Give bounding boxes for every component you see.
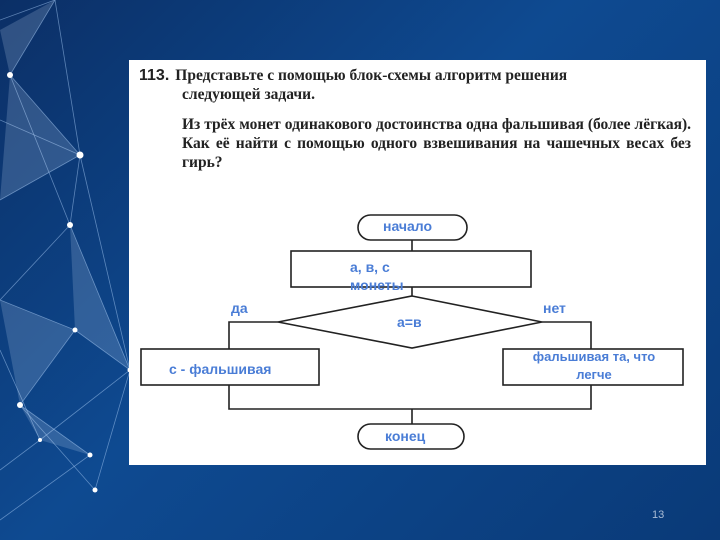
end-terminator bbox=[357, 423, 465, 450]
task-number: 113. bbox=[139, 67, 170, 84]
task-text: 113. Представьте с помощью блок-схемы алг… bbox=[139, 66, 691, 172]
flowchart bbox=[140, 214, 684, 450]
yes-result-block bbox=[140, 348, 320, 386]
input-block bbox=[290, 250, 532, 288]
no-label: нет bbox=[543, 300, 566, 316]
no-result-block bbox=[502, 348, 684, 386]
task-line-1: Представьте с помощью блок-схемы алгорит… bbox=[175, 67, 568, 84]
slide-number: 13 bbox=[652, 509, 665, 521]
task-line-2: следующей задачи. bbox=[182, 86, 315, 103]
no-result-label: фальшивая та, что легче bbox=[532, 349, 656, 382]
decision-diamond bbox=[277, 295, 543, 349]
task-question: Из трёх монет одинакового достоинства од… bbox=[182, 116, 691, 171]
task-card: 113. Представьте с помощью блок-схемы алг… bbox=[129, 60, 706, 465]
end-label: конец bbox=[385, 428, 426, 444]
yes-result-label: с - фальшивая bbox=[169, 361, 272, 377]
yes-label: да bbox=[231, 300, 248, 316]
condition-label: а=в bbox=[397, 314, 422, 330]
start-label: начало bbox=[383, 218, 433, 234]
input-label: а, в, с монеты bbox=[350, 259, 404, 293]
